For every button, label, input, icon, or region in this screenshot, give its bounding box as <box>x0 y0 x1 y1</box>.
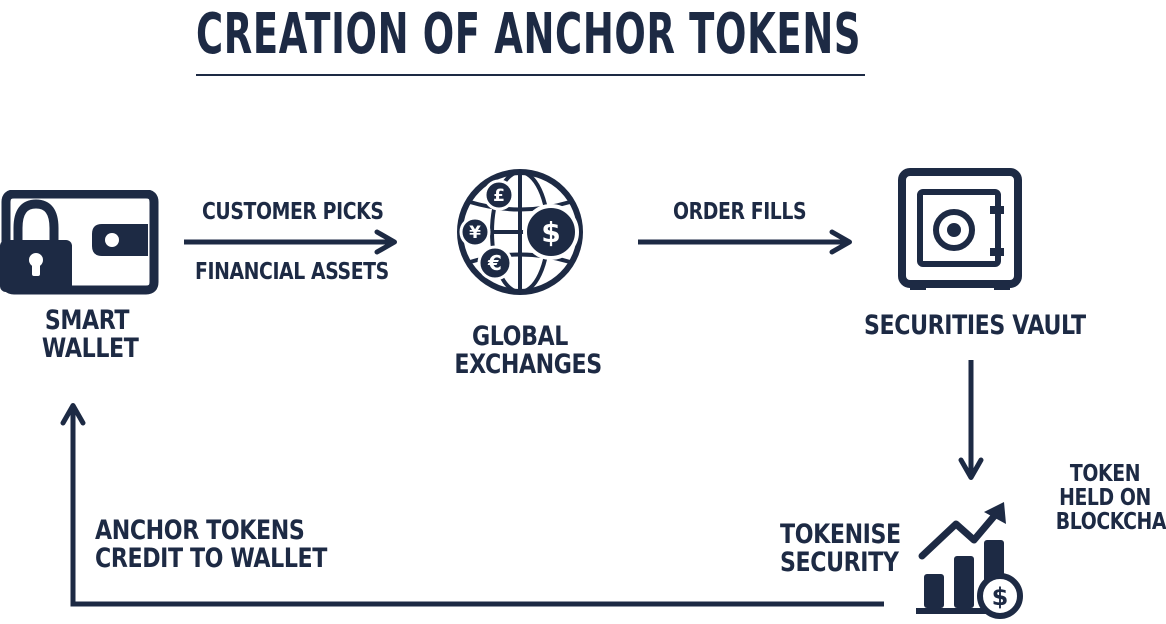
financial-assets-label: FINANCIAL ASSETS <box>195 259 389 285</box>
tokenise-security-line1: TOKENISE <box>780 519 901 550</box>
smart-wallet-label: SMART WALLET <box>32 305 142 365</box>
euro-symbol: € <box>487 251 502 275</box>
tokenise-security-label: TOKENISE SECURITY <box>780 519 927 579</box>
global-exchanges-line1: GLOBAL <box>472 321 568 352</box>
token-held-label: TOKEN HELD ON BLOCKCHAIN <box>1045 461 1166 536</box>
securities-vault-label: SECURITIES VAULT <box>864 310 1086 341</box>
safe-icon <box>898 168 1022 290</box>
globe-currency-icon: £ ¥ € $ <box>457 169 583 295</box>
global-exchanges-line2: EXCHANGES <box>454 349 602 381</box>
token-held-line2: HELD ON <box>1059 485 1151 512</box>
anchor-tokens-line2: CREDIT TO WALLET <box>95 543 327 575</box>
customer-picks-label: CUSTOMER PICKS <box>202 199 384 225</box>
token-held-line3: BLOCKCHAIN <box>1055 509 1166 536</box>
wallet-lock-icon <box>0 190 159 295</box>
dollar-symbol: $ <box>541 216 560 249</box>
anchor-tokens-label: ANCHOR TOKENS CREDIT TO WALLET <box>95 515 378 575</box>
anchor-tokens-line1: ANCHOR TOKENS <box>95 515 305 546</box>
global-exchanges-label: GLOBAL EXCHANGES <box>440 321 602 381</box>
smart-wallet-line2: WALLET <box>41 333 139 365</box>
token-held-line1: TOKEN <box>1069 461 1141 487</box>
smart-wallet-line1: SMART <box>44 305 130 336</box>
growth-chart-icon: $ <box>916 502 1023 619</box>
yen-symbol: ¥ <box>469 223 481 243</box>
pound-symbol: £ <box>493 186 505 206</box>
arrow-return-to-wallet <box>60 403 884 607</box>
page-title: CREATION OF ANCHOR TOKENS <box>196 2 862 67</box>
chart-dollar-symbol: $ <box>992 583 1009 611</box>
order-fills-label: ORDER FILLS <box>673 199 807 225</box>
tokenise-security-line2: SECURITY <box>780 547 899 579</box>
